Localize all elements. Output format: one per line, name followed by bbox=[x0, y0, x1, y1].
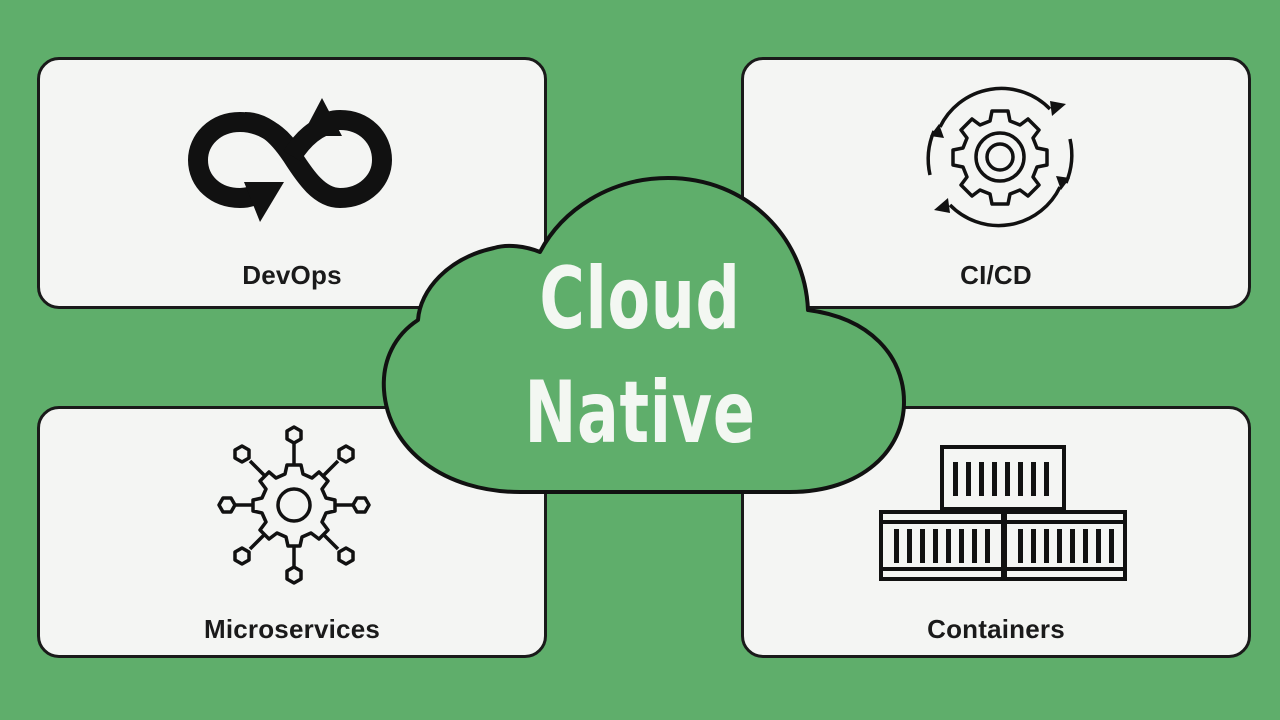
infinity-arrows-icon bbox=[187, 98, 393, 222]
card-label-devops: DevOps bbox=[242, 260, 342, 290]
card-label-microservices: Microservices bbox=[203, 614, 381, 644]
stacked-containers-icon bbox=[879, 445, 1127, 581]
card-cicd: CI/CD bbox=[741, 57, 1251, 309]
title-line-native: Native bbox=[524, 363, 756, 463]
card-label-containers: Containers bbox=[927, 614, 1065, 644]
title-line-cloud: Cloud bbox=[539, 249, 741, 349]
card-microservices: Microservices bbox=[37, 406, 547, 658]
card-label-cicd: CI/CD bbox=[960, 260, 1032, 290]
card-devops: DevOps bbox=[37, 57, 547, 309]
gear-cycle-icon bbox=[926, 86, 1074, 228]
card-containers: Containers bbox=[741, 406, 1251, 658]
gear-network-icon bbox=[217, 425, 371, 585]
